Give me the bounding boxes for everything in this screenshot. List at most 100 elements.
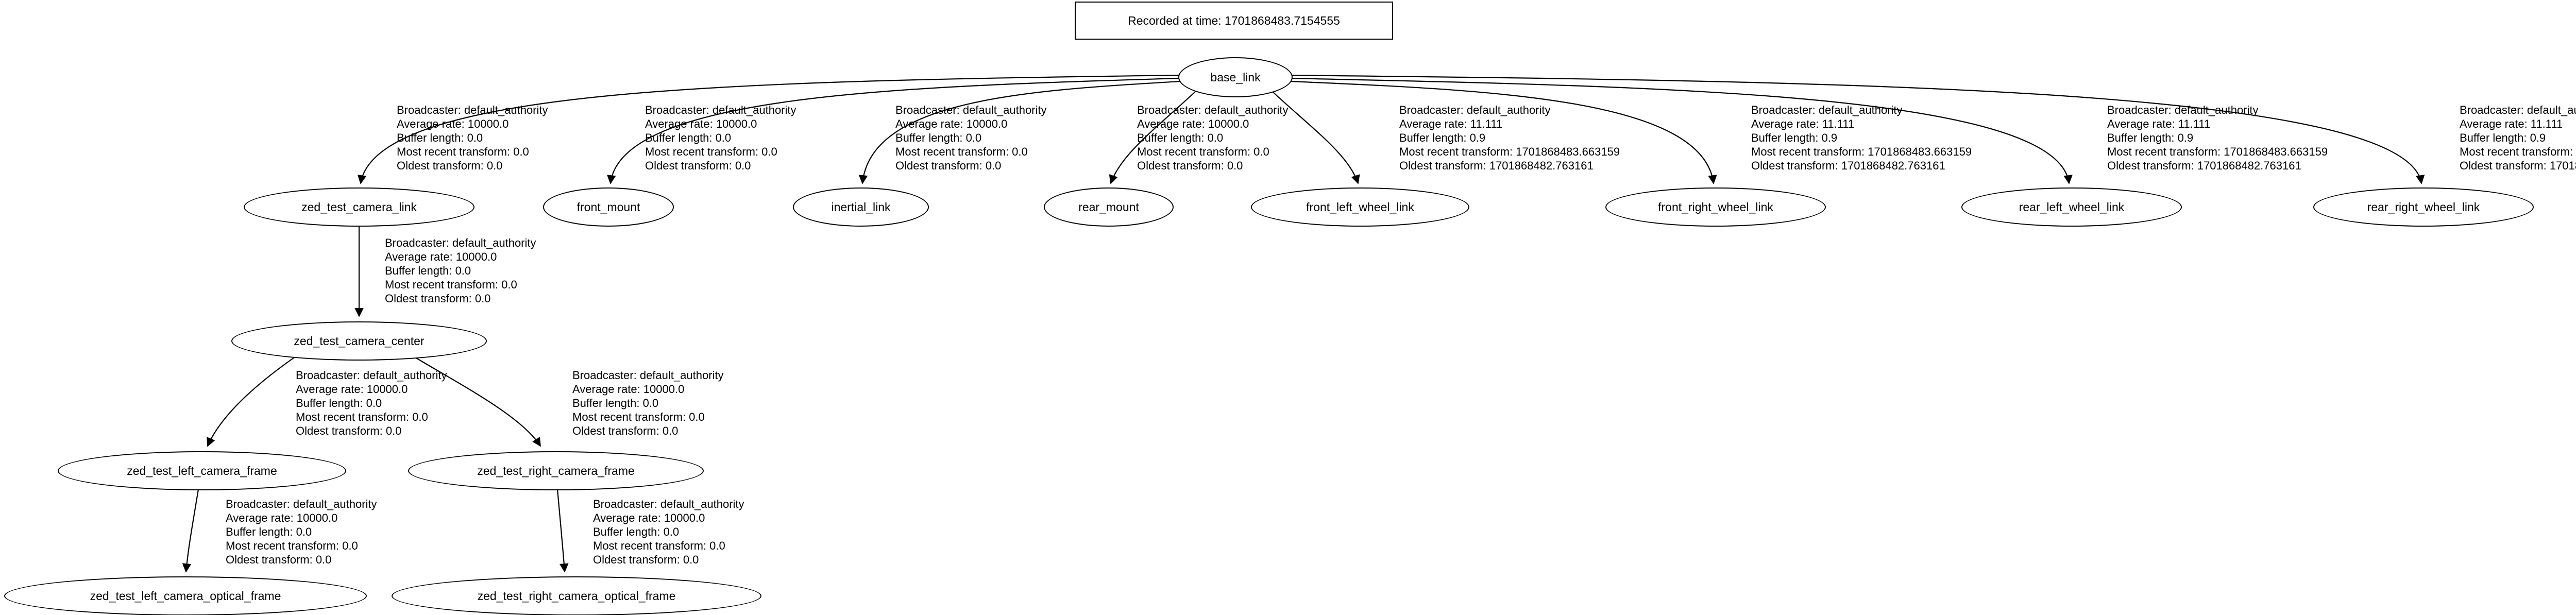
edge-zed-test-left-camera-frame-to-zed-test-left-camera-optical-frame	[182, 489, 199, 573]
edge-label-line: Most recent transform: 1701868483.663159	[1751, 145, 1972, 158]
edge-label-line: Buffer length: 0.9	[1399, 131, 1486, 144]
edge-label-line: Average rate: 11.111	[2460, 117, 2563, 130]
edge-label-line: Most recent transform: 0.0	[296, 411, 428, 423]
edge-label-line: Oldest transform: 1701868482.763161	[1751, 159, 1945, 172]
edge-label-line: Oldest transform: 1701868482.763161	[2460, 159, 2576, 172]
edge-label-line: Oldest transform: 0.0	[296, 424, 402, 437]
edge-label-zed-test-camera-center-to-zed-test-left-camera-frame: Broadcaster: default_authority Average r…	[296, 368, 447, 438]
edge-zed-test-camera-center-to-zed-test-left-camera-frame	[207, 356, 296, 447]
edge-base-link-to-front-mount	[607, 77, 1179, 184]
edge-label-line: Oldest transform: 0.0	[1137, 159, 1243, 172]
node-label: front_right_wheel_link	[1658, 200, 1773, 214]
node-zed-test-right-camera-optical-frame: zed_test_right_camera_optical_frame	[392, 576, 761, 615]
node-label: rear_mount	[1078, 200, 1139, 214]
edge-base-link-to-inertial-link	[858, 80, 1180, 184]
edge-label-line: Buffer length: 0.0	[572, 397, 659, 409]
edge-label-line: Most recent transform: 1701868483.663159	[1399, 145, 1620, 158]
edge-label-line: Average rate: 10000.0	[226, 511, 338, 524]
edge-label-line: Average rate: 10000.0	[385, 250, 497, 263]
edge-label-base-link-to-front-mount: Broadcaster: default_authority Average r…	[645, 103, 796, 173]
edge-base-link-to-rear-left-wheel-link	[1291, 77, 2073, 184]
recorded-time-box: Recorded at time: 1701868483.7154555	[1075, 2, 1393, 40]
edge-label-line: Broadcaster: default_authority	[895, 104, 1047, 116]
node-rear-right-wheel-link: rear_right_wheel_link	[2313, 187, 2534, 227]
edge-label-line: Oldest transform: 0.0	[593, 553, 699, 566]
node-rear-mount: rear_mount	[1044, 187, 1174, 227]
edge-label-line: Buffer length: 0.0	[593, 525, 680, 538]
edge-label-line: Buffer length: 0.0	[226, 525, 312, 538]
edge-label-base-link-to-rear-right-wheel-link: Broadcaster: default_authority Average r…	[2460, 103, 2576, 173]
edge-label-line: Average rate: 10000.0	[397, 117, 509, 130]
edge-base-link-to-rear-right-wheel-link	[1291, 74, 2425, 184]
edge-label-line: Buffer length: 0.9	[2460, 131, 2546, 144]
edge-label-line: Broadcaster: default_authority	[296, 369, 447, 382]
edge-label-line: Broadcaster: default_authority	[572, 369, 724, 382]
node-front-mount: front_mount	[543, 187, 674, 227]
edge-label-line: Average rate: 10000.0	[895, 117, 1008, 130]
node-zed-test-camera-link: zed_test_camera_link	[244, 187, 474, 227]
edge-label-base-link-to-front-right-wheel-link: Broadcaster: default_authority Average r…	[1751, 103, 1972, 173]
edge-label-line: Oldest transform: 0.0	[572, 424, 679, 437]
edge-label-line: Oldest transform: 0.0	[226, 553, 332, 566]
edge-label-line: Broadcaster: default_authority	[1137, 104, 1289, 116]
edge-label-line: Most recent transform: 1701868483.663159	[2460, 145, 2576, 158]
node-label: rear_right_wheel_link	[2367, 200, 2480, 214]
edge-label-line: Broadcaster: default_authority	[1751, 104, 1903, 116]
edge-label-base-link-to-front-left-wheel-link: Broadcaster: default_authority Average r…	[1399, 103, 1620, 173]
node-label: zed_test_camera_center	[294, 334, 425, 348]
edge-label-line: Average rate: 10000.0	[572, 383, 685, 396]
edge-label-line: Oldest transform: 1701868482.763161	[1399, 159, 1594, 172]
edge-label-line: Broadcaster: default_authority	[593, 498, 744, 510]
edge-label-zed-test-camera-center-to-zed-test-right-camera-frame: Broadcaster: default_authority Average r…	[572, 368, 724, 438]
edge-label-line: Broadcaster: default_authority	[2460, 104, 2576, 116]
edge-label-zed-test-camera-link-to-zed-test-camera-center: Broadcaster: default_authority Average r…	[385, 236, 536, 305]
edge-label-line: Buffer length: 0.9	[1751, 131, 1838, 144]
edge-label-line: Buffer length: 0.0	[645, 131, 732, 144]
edge-label-zed-test-right-camera-frame-to-zed-test-right-camera-optical-frame: Broadcaster: default_authority Average r…	[593, 497, 744, 567]
edge-label-line: Oldest transform: 0.0	[895, 159, 1002, 172]
node-inertial-link: inertial_link	[793, 187, 929, 227]
edge-label-base-link-to-rear-mount: Broadcaster: default_authority Average r…	[1137, 103, 1289, 173]
edge-label-line: Most recent transform: 0.0	[1137, 145, 1269, 158]
edge-label-line: Most recent transform: 0.0	[593, 539, 725, 552]
node-label: rear_left_wheel_link	[2019, 200, 2125, 214]
edge-label-line: Average rate: 10000.0	[593, 511, 705, 524]
edge-label-base-link-to-zed-test-camera-link: Broadcaster: default_authority Average r…	[397, 103, 548, 173]
edge-label-line: Most recent transform: 0.0	[397, 145, 529, 158]
node-zed-test-right-camera-frame: zed_test_right_camera_frame	[408, 451, 704, 490]
edge-label-line: Buffer length: 0.0	[1137, 131, 1224, 144]
node-zed-test-left-camera-frame: zed_test_left_camera_frame	[58, 451, 346, 490]
edge-label-line: Most recent transform: 0.0	[572, 411, 705, 423]
edge-label-line: Oldest transform: 1701868482.763161	[2107, 159, 2301, 172]
edge-label-line: Most recent transform: 0.0	[895, 145, 1028, 158]
edge-label-line: Average rate: 10000.0	[1137, 117, 1249, 130]
edge-label-line: Average rate: 10000.0	[645, 117, 757, 130]
node-label: zed_test_left_camera_optical_frame	[90, 589, 281, 603]
node-label: zed_test_right_camera_frame	[477, 464, 635, 477]
edge-label-line: Broadcaster: default_authority	[1399, 104, 1551, 116]
node-label: zed_test_right_camera_optical_frame	[477, 589, 676, 603]
edge-label-line: Broadcaster: default_authority	[385, 236, 536, 249]
edge-label-base-link-to-inertial-link: Broadcaster: default_authority Average r…	[895, 103, 1047, 173]
edge-label-line: Most recent transform: 0.0	[645, 145, 777, 158]
edge-label-line: Average rate: 11.111	[1399, 117, 1503, 130]
edge-label-base-link-to-rear-left-wheel-link: Broadcaster: default_authority Average r…	[2107, 103, 2328, 173]
edge-base-link-to-front-left-wheel-link	[1272, 91, 1360, 184]
node-front-right-wheel-link: front_right_wheel_link	[1605, 187, 1826, 227]
recorded-time-text: Recorded at time: 1701868483.7154555	[1128, 13, 1340, 27]
node-front-left-wheel-link: front_left_wheel_link	[1251, 187, 1469, 227]
node-label: zed_test_camera_link	[301, 200, 417, 214]
edge-base-link-to-zed-test-camera-link	[357, 74, 1179, 184]
edge-zed-test-right-camera-frame-to-zed-test-right-camera-optical-frame	[556, 489, 569, 573]
edge-label-line: Most recent transform: 0.0	[385, 278, 517, 291]
edge-label-line: Average rate: 11.111	[1751, 117, 1855, 130]
edge-label-line: Average rate: 10000.0	[296, 383, 408, 396]
edge-base-link-to-front-right-wheel-link	[1291, 80, 1717, 184]
edge-label-line: Broadcaster: default_authority	[397, 104, 548, 116]
edge-label-line: Broadcaster: default_authority	[2107, 104, 2259, 116]
node-rear-left-wheel-link: rear_left_wheel_link	[1961, 187, 2182, 227]
edge-label-line: Most recent transform: 0.0	[226, 539, 358, 552]
node-label: zed_test_left_camera_frame	[127, 464, 277, 477]
